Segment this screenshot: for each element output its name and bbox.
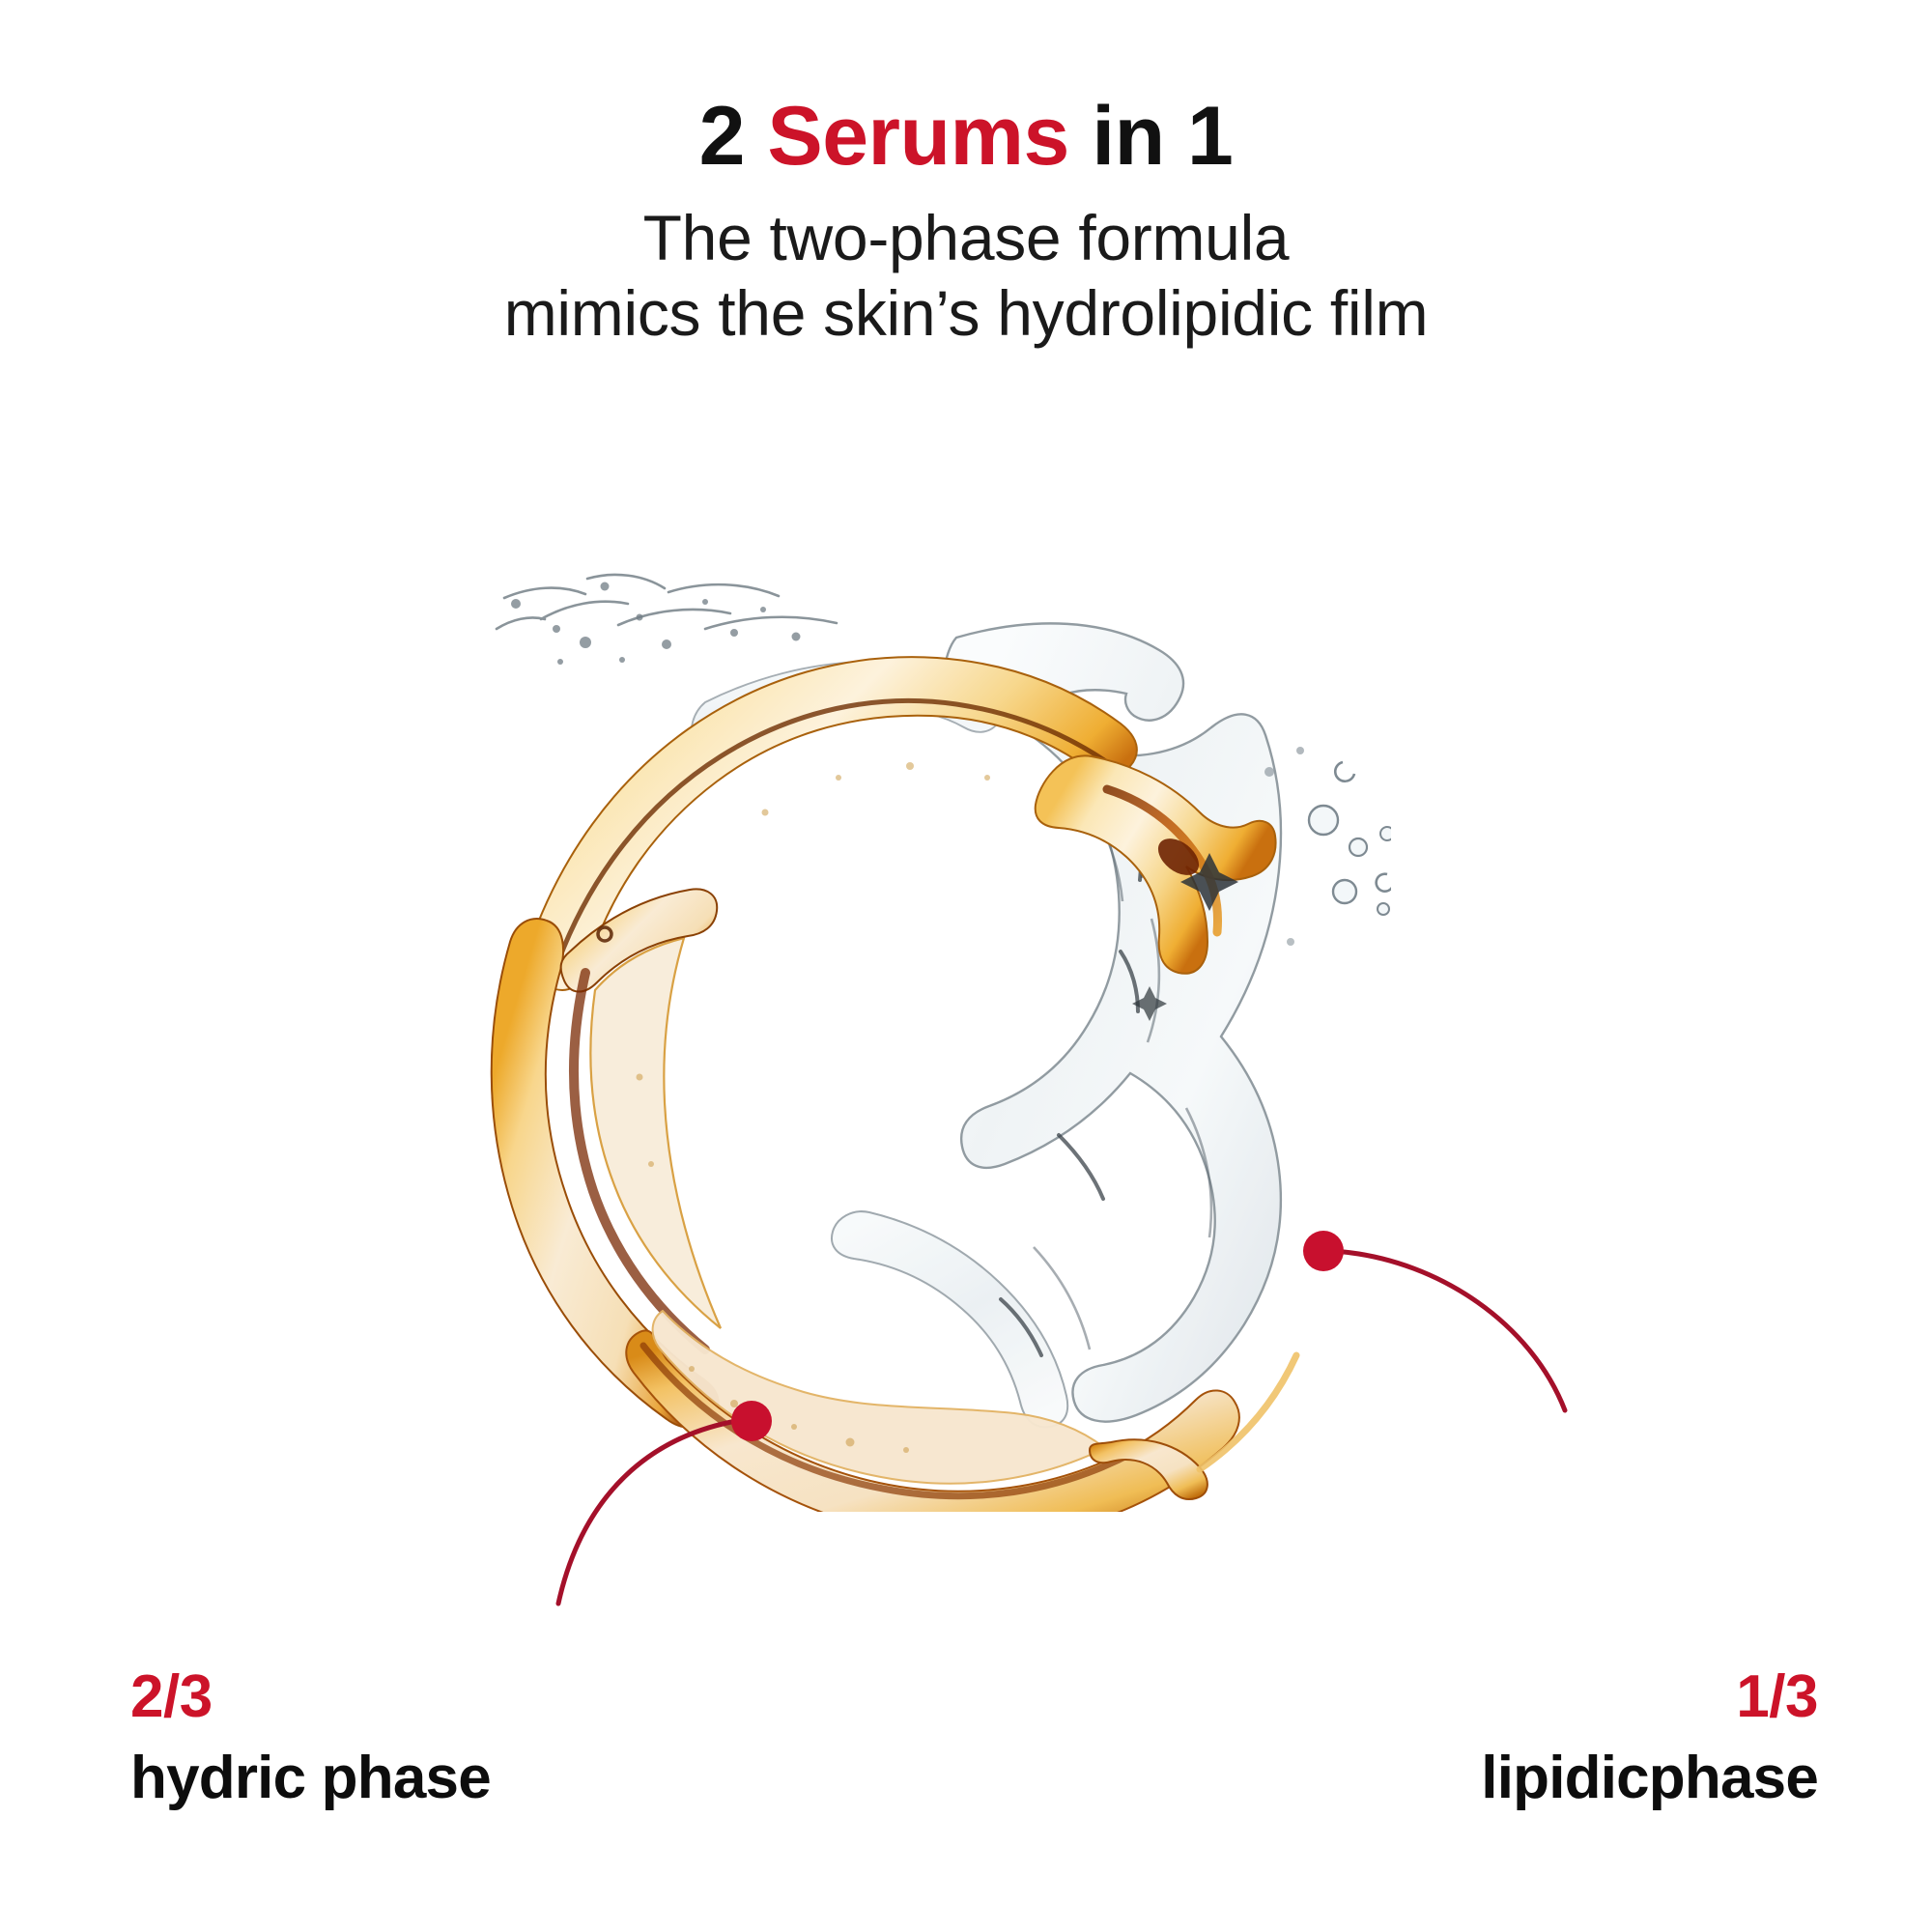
fraction-lipidic: 1/3 [1736, 1663, 1818, 1730]
page-title: 2 Serums in 1 [0, 93, 1932, 180]
oil-top-rim [555, 697, 1110, 964]
oil-tongue-streak [1102, 784, 1222, 937]
oil-twist-knot [559, 888, 719, 993]
liquid-splash-artwork [415, 536, 1391, 1512]
oil-right-tongue [1034, 754, 1277, 975]
oil-dark-blob [1157, 838, 1200, 875]
oil-left-fold-lens [589, 936, 723, 1329]
subtitle-line-1: The two-phase formula [642, 202, 1290, 274]
oil-bottom-dark-streak [639, 1342, 1138, 1500]
water-lower-tongue [831, 1210, 1069, 1429]
label-group-lipidic: 1/3 lipidicphase [1481, 1663, 1819, 1811]
oil-bottom-hook [1088, 1438, 1208, 1500]
headline-block: 2 Serums in 1 The two-phase formula mimi… [0, 93, 1932, 351]
fraction-hydric: 2/3 [130, 1663, 213, 1730]
oil-bottom-cream-body [651, 1309, 1107, 1485]
headline-accent-word: Serums [767, 90, 1069, 183]
water-droplet-spray [495, 573, 1391, 1021]
spray-droplets-top-left [511, 582, 801, 665]
phase-label-hydric: hydric phase [130, 1745, 492, 1811]
subtitle-line-2: mimics the skin’s hydrolipidic film [503, 276, 1429, 349]
oil-bottom-right-arc [1196, 1351, 1300, 1473]
phase-label-lipidic: lipidicphase [1481, 1745, 1819, 1811]
splash-svg [490, 573, 1391, 1512]
spray-droplets-right [1264, 747, 1391, 946]
spray-filaments-top-left [495, 573, 838, 631]
water-sparkle-2 [1132, 986, 1167, 1021]
subtitle: The two-phase formula mimics the skin’s … [0, 201, 1932, 350]
headline-part-2: in 1 [1068, 90, 1234, 183]
oil-bubble-ring [596, 925, 613, 943]
oil-phase-shape [490, 656, 1300, 1512]
label-group-hydric: 2/3 hydric phase [130, 1663, 492, 1811]
water-sparkle [1180, 853, 1238, 911]
oil-left-dark-streak [569, 968, 710, 1354]
headline-part-1: 2 [698, 90, 768, 183]
